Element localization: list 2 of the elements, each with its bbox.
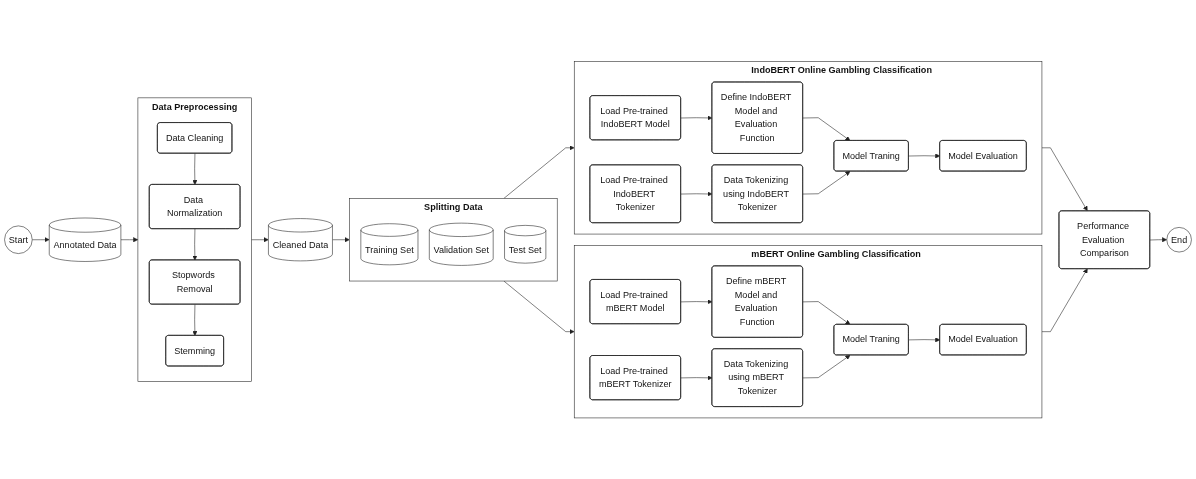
- node-circle: Start: [4, 225, 33, 254]
- node-circle: End: [1166, 226, 1192, 253]
